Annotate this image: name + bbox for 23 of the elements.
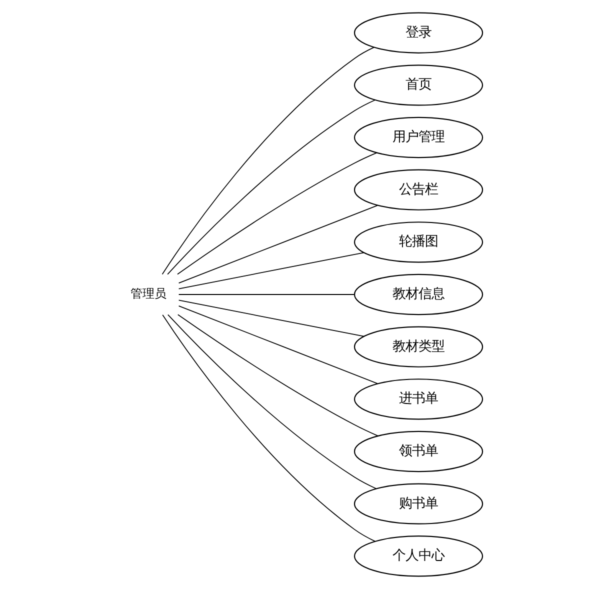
connector [168, 314, 377, 490]
connector [167, 100, 376, 275]
node-ellipse: 公告栏 [354, 169, 484, 210]
node-ellipse: 领书单 [354, 430, 484, 472]
node-ellipse: 购书单 [354, 483, 484, 524]
connector [178, 294, 355, 295]
node-ellipse: 轮播图 [354, 222, 484, 263]
connector [177, 152, 378, 275]
node-ellipse: 教材类型 [354, 326, 484, 368]
node-ellipse: 进书单 [354, 378, 484, 420]
connector [178, 205, 378, 284]
connector [177, 314, 378, 436]
node-ellipse: 个人中心 [354, 536, 484, 577]
node-text: 管理员 [130, 286, 167, 301]
connector [162, 314, 376, 542]
node-ellipse: 登录 [354, 12, 484, 54]
connector [178, 305, 378, 384]
connector [178, 300, 364, 337]
node-ellipse: 用户管理 [354, 116, 484, 158]
connector [162, 46, 374, 275]
node-ellipse: 教材信息 [354, 274, 484, 316]
connector [178, 252, 364, 290]
node-ellipse: 首页 [354, 64, 484, 106]
